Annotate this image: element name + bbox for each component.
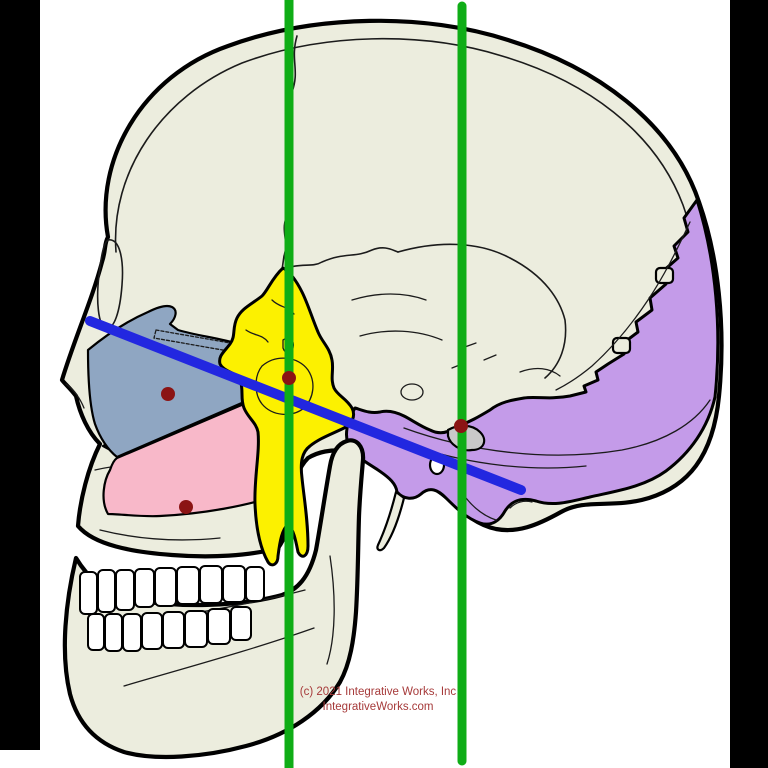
nasal-aperture-line xyxy=(65,383,85,409)
tooth xyxy=(79,571,98,615)
copyright-line-1: (c) 2021 Integrative Works, Inc xyxy=(300,686,457,698)
tooth xyxy=(162,611,185,649)
mastoid-notch-detail xyxy=(509,500,533,509)
temporal-fossa-line xyxy=(351,293,427,301)
tooth xyxy=(134,568,155,608)
tooth xyxy=(207,608,231,645)
sutural-bone xyxy=(654,266,675,285)
tooth xyxy=(87,613,105,651)
mandible-ramus-line xyxy=(326,555,335,665)
trigger-point-dot xyxy=(179,500,193,514)
tooth xyxy=(97,569,116,613)
tooth xyxy=(199,565,223,604)
tooth xyxy=(122,613,142,652)
tooth xyxy=(230,606,252,641)
tooth xyxy=(245,566,265,602)
tooth xyxy=(184,610,208,648)
temporal-fossa-tick xyxy=(483,354,497,361)
copyright-line-2: IntegrativeWorks.com xyxy=(323,701,434,713)
temporal-fossa-line xyxy=(359,330,443,341)
inner-lambdoid-line xyxy=(555,221,691,391)
tooth xyxy=(222,565,246,603)
trigger-point-dot xyxy=(454,419,468,433)
styloid-process xyxy=(376,490,406,552)
tooth xyxy=(104,613,123,652)
tooth xyxy=(141,612,163,650)
trigger-points-group xyxy=(161,371,468,514)
tooth xyxy=(154,567,177,607)
trigger-point-dot xyxy=(161,387,175,401)
fossa-foramen-detail xyxy=(400,383,424,401)
trigger-point-dot xyxy=(282,371,296,385)
referral-diagonal-line xyxy=(85,316,526,495)
sphenosquamosal-suture xyxy=(281,247,399,271)
pillarbox-left-bar xyxy=(0,0,40,750)
sutural-bone xyxy=(611,336,632,355)
maxilla-lower-line xyxy=(99,529,221,541)
upper-teeth-row xyxy=(79,565,265,615)
sphenoid-detail xyxy=(245,329,269,343)
temporal-squama-outline xyxy=(397,243,567,379)
tooth xyxy=(115,569,135,611)
ear-root-line xyxy=(519,367,561,377)
pillarbox-right-bar xyxy=(730,0,768,768)
occiput-temporal-highlight xyxy=(344,198,720,526)
mastoid-detail xyxy=(465,497,497,521)
lower-teeth-row xyxy=(87,606,252,652)
tooth xyxy=(176,566,200,605)
